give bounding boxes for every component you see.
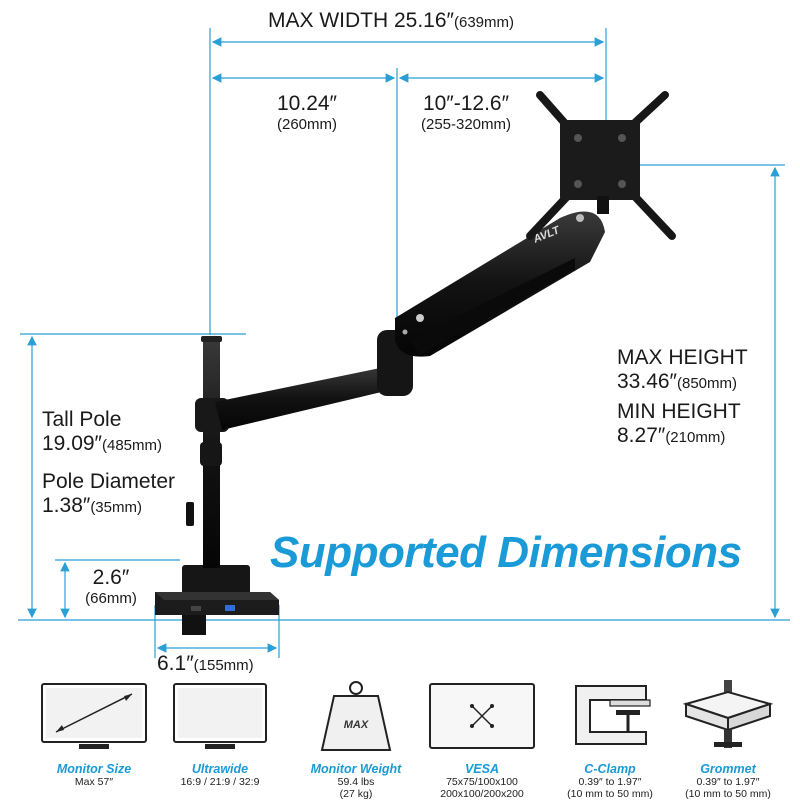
feature-monitor-weight: MAX Monitor Weight 59.4 lbs (27 kg) (296, 676, 416, 800)
weight-badge-text: MAX (344, 719, 369, 731)
feature-grommet: Grommet 0.39″ to 1.97″ (10 mm to 50 mm) (668, 676, 788, 800)
tall-pole-label: Tall Pole 19.09″(485mm) (42, 408, 163, 455)
feature-vesa: VESA 75x75/100x100 200x100/200x200 (422, 676, 542, 800)
vesa-plate (526, 91, 676, 240)
pole-diameter-label: Pole Diameter 1.38″(35mm) (42, 470, 176, 517)
grommet-icon (682, 680, 774, 748)
vesa-icon (429, 683, 535, 749)
page-title: Supported Dimensions (270, 528, 742, 577)
arm1-length-label: 10.24″ (260mm) (276, 92, 337, 133)
gas-spring-arm (395, 211, 605, 357)
feature-monitor-size: Monitor Size Max 57″ (34, 676, 154, 788)
monitor-size-icon (41, 683, 147, 749)
lower-arm (215, 366, 398, 430)
pole (186, 336, 229, 568)
max-width-label: MAX WIDTH 25.16″(639mm) (268, 9, 514, 32)
feature-c-clamp: C-Clamp 0.39″ to 1.97″ (10 mm to 50 mm) (550, 676, 670, 800)
arm2-length-label: 10″-12.6″ (255-320mm) (420, 92, 512, 133)
weight-icon: MAX (320, 681, 392, 751)
max-height-label: MAX HEIGHT 33.46″(850mm) (617, 346, 748, 393)
c-clamp-icon (575, 685, 651, 745)
ultrawide-icon (173, 683, 267, 749)
feature-ultrawide: Ultrawide 16:9 / 21:9 / 32:9 (160, 676, 280, 788)
base-width-label: 6.1″(155mm) (157, 652, 254, 675)
desk-base (155, 565, 279, 635)
min-height-label: MIN HEIGHT 8.27″(210mm) (617, 400, 741, 447)
base-height-label: 2.6″ (66mm) (85, 566, 137, 607)
